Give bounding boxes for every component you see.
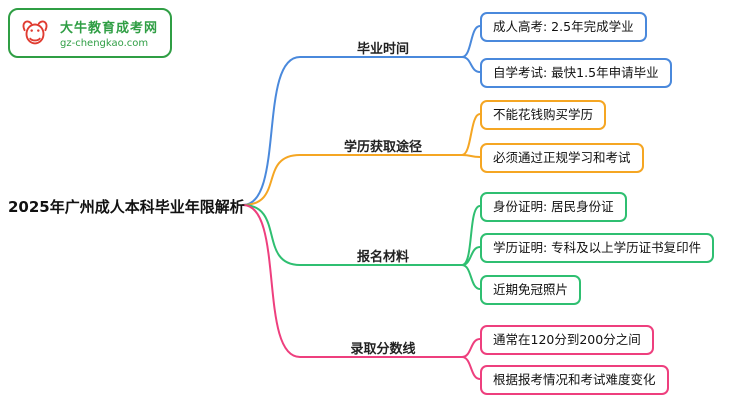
branch-node-education-path: 学历获取途径 [343, 140, 423, 155]
root-node: 2025年广州成人本科毕业年限解析 [8, 198, 245, 216]
branch-node-application-materials: 报名材料 [356, 250, 410, 265]
leaf-node: 近期免冠照片 [480, 275, 582, 305]
branch-connector-education-path [242, 113, 481, 206]
branch-node-graduation-time: 毕业时间 [356, 42, 410, 57]
leaf-node: 学历证明: 专科及以上学历证书复印件 [480, 233, 715, 263]
leaf-node: 成人高考: 2.5年完成学业 [480, 12, 647, 42]
bull-logo-icon [22, 20, 48, 45]
branch-connector-graduation-time [242, 25, 481, 206]
branch-connector-application-materials [242, 204, 481, 290]
logo-domain: gz-chengkao.com [60, 38, 149, 49]
leaf-node: 通常在120分到200分之间 [480, 325, 654, 355]
branch-connector-admission-score [242, 204, 481, 380]
leaf-node: 自学考试: 最快1.5年申请毕业 [480, 58, 672, 88]
logo-text-block: 大牛教育成考网 gz-chengkao.com [60, 17, 158, 49]
leaf-node: 身份证明: 居民身份证 [480, 192, 627, 222]
branch-node-admission-score: 录取分数线 [350, 342, 416, 357]
leaf-node: 不能花钱购买学历 [480, 100, 607, 130]
leaf-node: 必须通过正规学习和考试 [480, 143, 644, 173]
logo-title: 大牛教育成考网 [60, 21, 159, 36]
leaf-node: 根据报考情况和考试难度变化 [480, 365, 669, 395]
site-logo: 大牛教育成考网 gz-chengkao.com [8, 8, 173, 58]
